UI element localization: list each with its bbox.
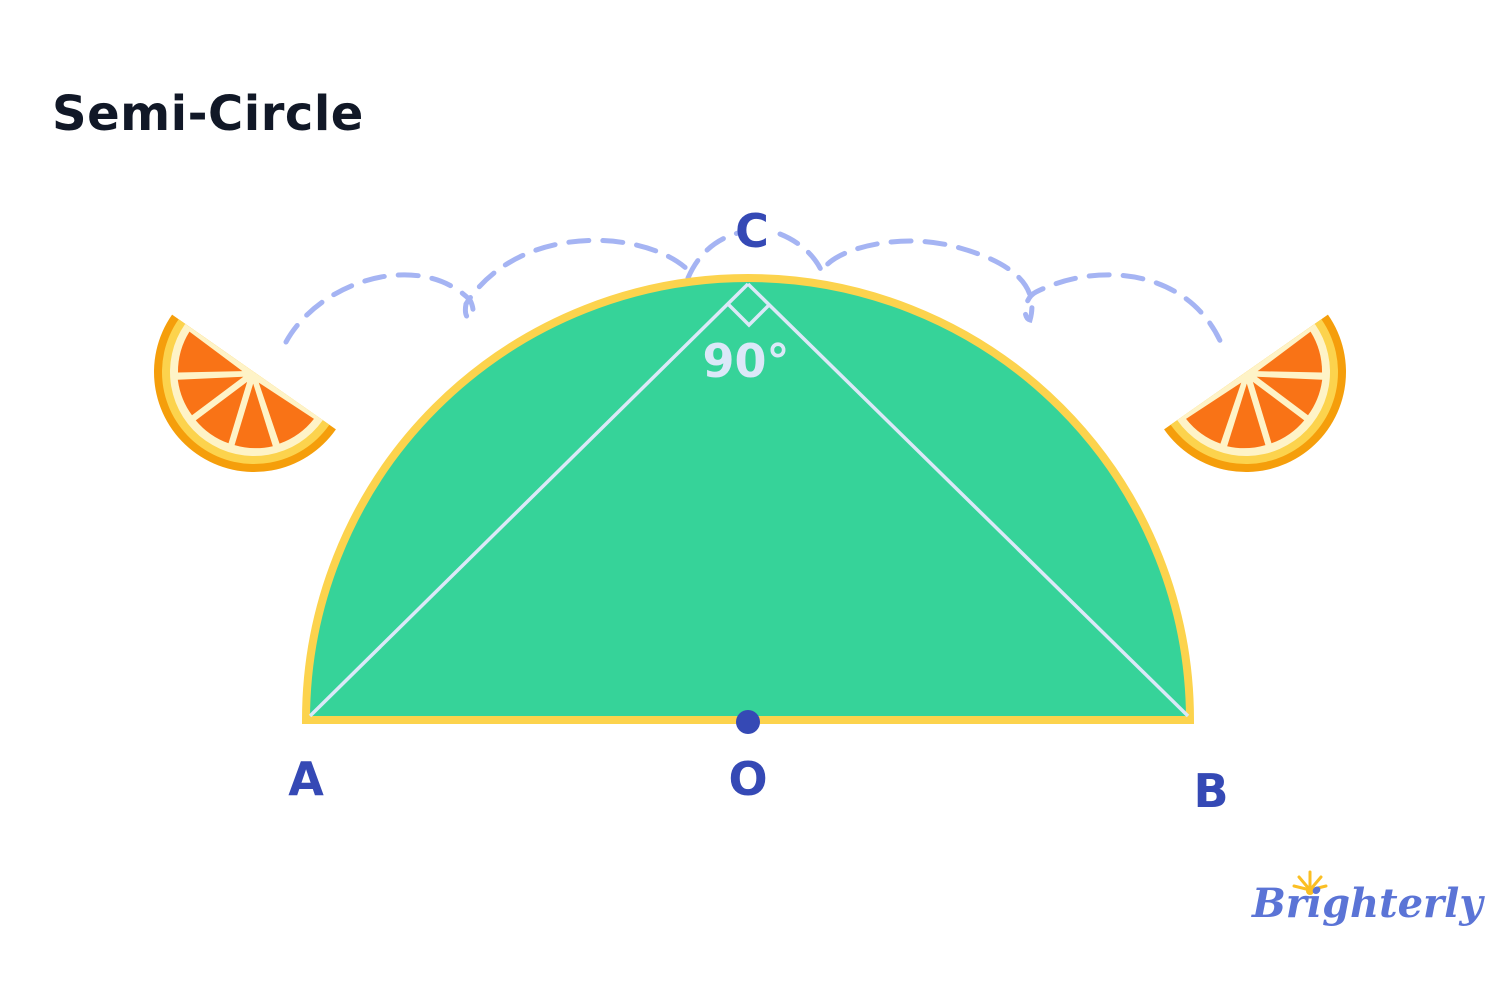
orange-slice-right-icon — [1164, 314, 1346, 472]
label-C: C — [735, 204, 769, 258]
brighterly-logo: Brighterly — [1252, 880, 1483, 927]
label-B: B — [1193, 764, 1229, 818]
logo-sun-icon — [1292, 870, 1328, 895]
dashed-path — [283, 230, 1225, 348]
label-O: O — [728, 752, 768, 806]
angle-label-90: 90° — [702, 334, 790, 388]
page-title: Semi-Circle — [52, 86, 364, 142]
semicircle-shape — [301, 274, 1195, 724]
right-angle-marker — [726, 302, 772, 328]
label-A: A — [288, 752, 324, 806]
orange-slice-left-icon — [154, 314, 336, 472]
center-point-O — [736, 710, 760, 734]
inscribed-triangle — [308, 282, 1190, 718]
